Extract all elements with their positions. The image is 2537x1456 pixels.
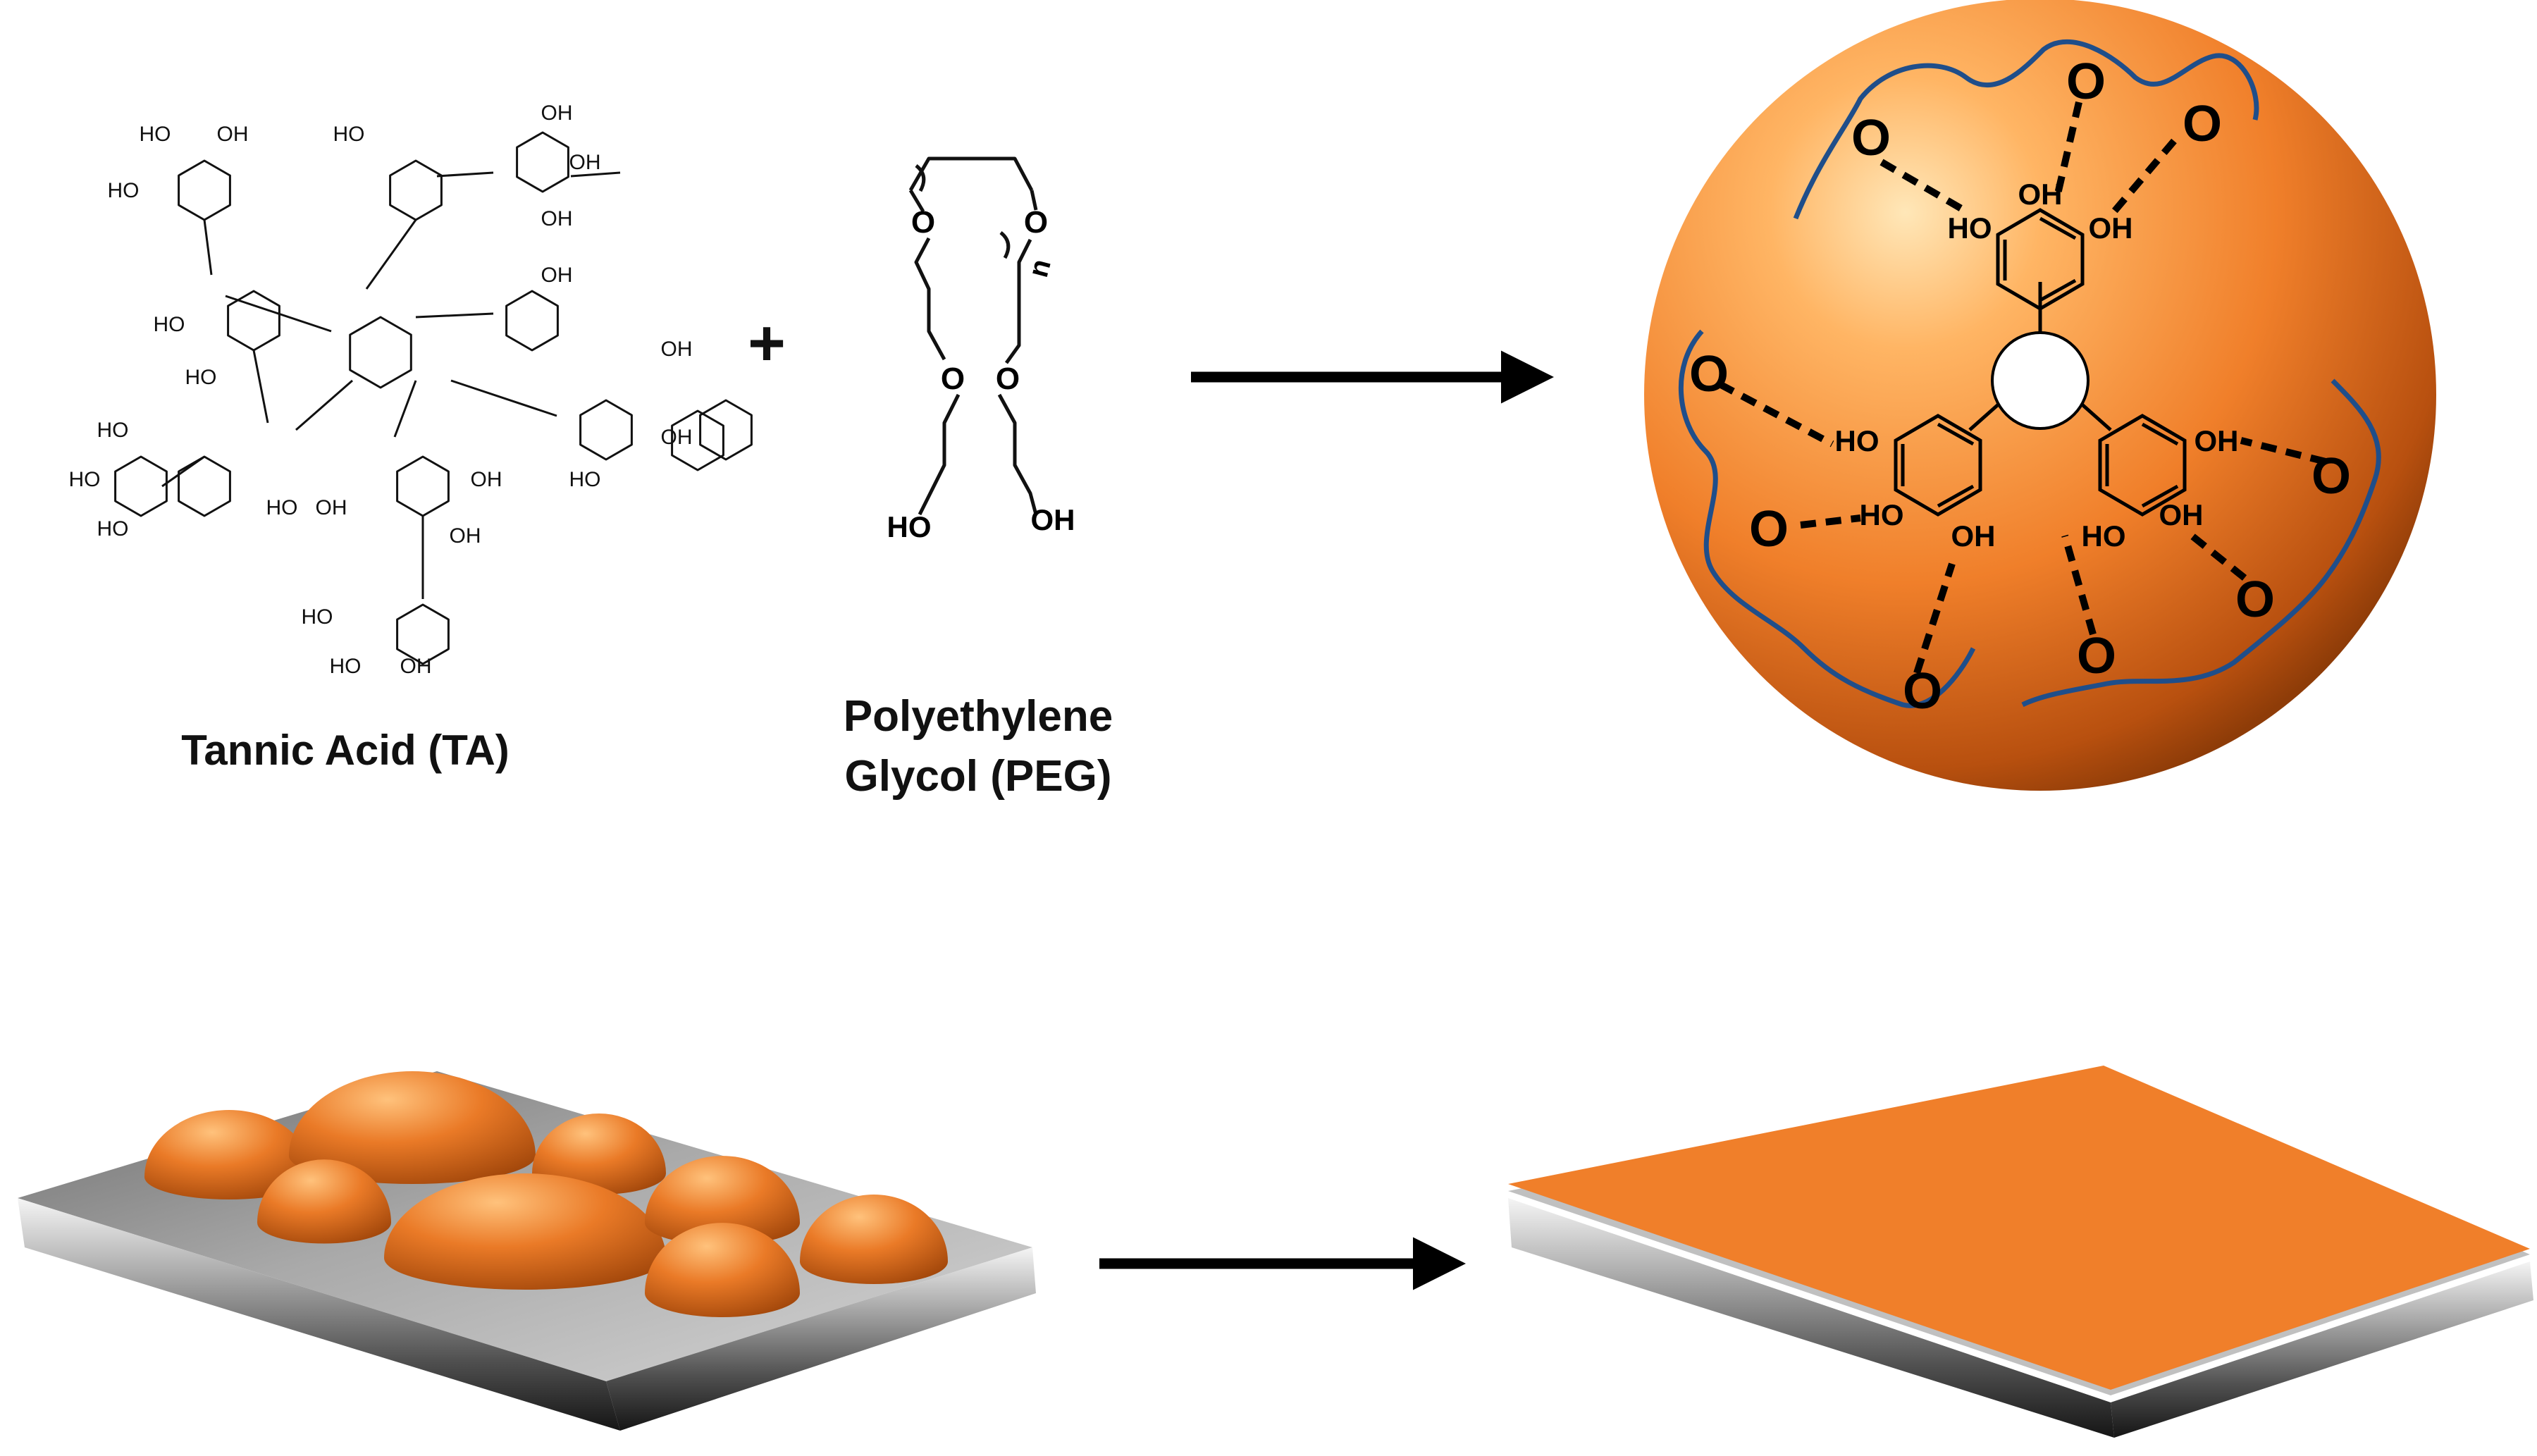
substrate-side-left <box>606 1247 1036 1431</box>
complex-oxygen: O <box>1689 346 1729 402</box>
tannic-acid-hydroxyl: OH <box>661 338 693 361</box>
complex-oxygen: O <box>1749 501 1789 557</box>
tannic-acid-hydroxyl: OH <box>541 264 573 287</box>
benzene-ring <box>178 455 231 517</box>
tannic-acid-hydroxyl: OH <box>316 496 347 519</box>
complex-oxygen: O <box>2235 572 2275 628</box>
complex-oxygen: O <box>2066 54 2106 110</box>
tannic-acid-hydroxyl: OH <box>471 468 502 491</box>
peg-repeat-n: n <box>1023 256 1057 280</box>
plus-sign: + <box>748 307 786 379</box>
complex-oxygen: O <box>2183 96 2222 152</box>
benzene-ring <box>396 455 450 517</box>
complex-hydroxyl: OH <box>2018 178 2063 211</box>
bond <box>295 379 353 431</box>
complex-hydroxyls: HO OH OH HO HO OH OH OH HO <box>1835 178 2239 553</box>
complex-hydroxyl: HO <box>2082 519 2126 553</box>
tannic-acid-hydroxyl: OH <box>217 123 249 146</box>
tannic-acid-hydroxyl: HO <box>69 468 101 491</box>
complex-hydroxyl: OH <box>2089 211 2133 245</box>
substrate-with-droplets <box>18 1071 1036 1431</box>
benzene-ring <box>349 316 412 389</box>
bond <box>161 455 205 488</box>
tannic-acid-hydroxyl: HO <box>140 123 171 146</box>
peg-oxygen: O <box>1024 205 1048 240</box>
peg-chains <box>1678 39 2381 708</box>
ta-peg-complex-sphere: O O O O O O O O O HO OH OH HO HO OH OH O… <box>1644 0 2436 791</box>
tannic-acid-label: Tannic Acid (TA) <box>181 727 510 774</box>
bond <box>570 171 621 178</box>
hydrogen-bonds <box>1717 101 2327 674</box>
complex-hydroxyl: HO <box>1860 498 1904 531</box>
benzene-ring <box>516 131 569 193</box>
bond <box>393 380 417 438</box>
complex-hydroxyl: OH <box>2159 498 2204 531</box>
bond <box>252 350 269 424</box>
complex-oxygen: O <box>1903 663 1942 720</box>
tannic-acid-hydroxyl: HO <box>333 123 365 146</box>
bond <box>365 219 417 290</box>
central-core <box>1991 331 2090 430</box>
benzene-ring <box>178 159 231 221</box>
benzene-ring <box>699 399 753 461</box>
tannic-acid-hydroxyl: OH <box>450 524 481 548</box>
tannic-acid-hydroxyl: HO <box>108 179 140 202</box>
complex-hydroxyl: OH <box>1951 519 1996 553</box>
complex-hydroxyl: HO <box>1948 211 1992 245</box>
substrate-front-left <box>18 1198 620 1431</box>
orange-droplets <box>144 1071 948 1317</box>
complex-hydroxyl: HO <box>1835 424 1879 457</box>
bond <box>203 219 213 276</box>
bond <box>225 295 332 333</box>
bond <box>436 171 494 178</box>
benzene-ring <box>505 290 559 352</box>
peg-hydroxyl-right: OH <box>1031 503 1075 536</box>
peg-oxygen: O <box>911 205 935 240</box>
orange-coating-film <box>1508 1066 2530 1390</box>
benzene-ring <box>396 603 450 665</box>
tannic-acid-hydroxyl: HO <box>266 496 298 519</box>
tannic-acid-hydroxyl: OH <box>541 101 573 125</box>
tannic-acid-hydroxyl: HO <box>185 366 217 389</box>
tannic-acid-hydroxyl: OH <box>569 151 601 174</box>
peg-atom-labels: O O O O n HO OH <box>887 205 1075 543</box>
benzene-ring <box>579 399 633 461</box>
coated-substrate <box>1508 1066 2533 1438</box>
peg-hydroxyl-left: HO <box>887 510 932 543</box>
tannic-acid-atom-labels: HO OH HO HO OH OH OH HO HO OH OH OH HO HO HO HO HO OH OH OH… <box>69 101 693 678</box>
complex-oxygen: O <box>2077 628 2116 684</box>
complex-oxygen: O <box>2311 448 2351 505</box>
tannic-acid-hydroxyl: HO <box>302 605 333 629</box>
tannic-acid-hydroxyl: OH <box>661 426 693 449</box>
tannic-acid-hydroxyl: OH <box>541 207 573 230</box>
tannic-acid-hydroxyl: HO <box>97 517 129 541</box>
bond <box>450 379 557 417</box>
coated-substrate-side <box>2111 1261 2533 1438</box>
tannic-acid-hydroxyl: HO <box>330 655 362 678</box>
tannic-acid-hydroxyl: HO <box>97 419 129 442</box>
peg-label-line2: Glycol (PEG) <box>845 752 1112 801</box>
benzene-ring <box>114 455 168 517</box>
peg-oxygen: O <box>941 362 965 396</box>
peg-label-line1: Polyethylene <box>844 692 1113 741</box>
peg-oxygen: O <box>996 362 1020 396</box>
benzene-ring <box>389 159 443 221</box>
complex-hydroxyl: OH <box>2195 424 2239 457</box>
peg-structure <box>908 156 1038 516</box>
tannic-acid-hydroxyl: HO <box>569 468 601 491</box>
peg-oxygens: O O O O O O O O O <box>1689 54 2351 720</box>
tannic-acid-hydroxyl: HO <box>154 313 185 336</box>
coated-substrate-front <box>1508 1198 2114 1438</box>
complex-oxygen: O <box>1851 110 1891 166</box>
tannic-acid-hydroxyl: OH <box>400 655 432 678</box>
bond <box>415 312 494 319</box>
tannic-acid-structure <box>114 131 753 665</box>
benzene-ring <box>671 409 724 471</box>
